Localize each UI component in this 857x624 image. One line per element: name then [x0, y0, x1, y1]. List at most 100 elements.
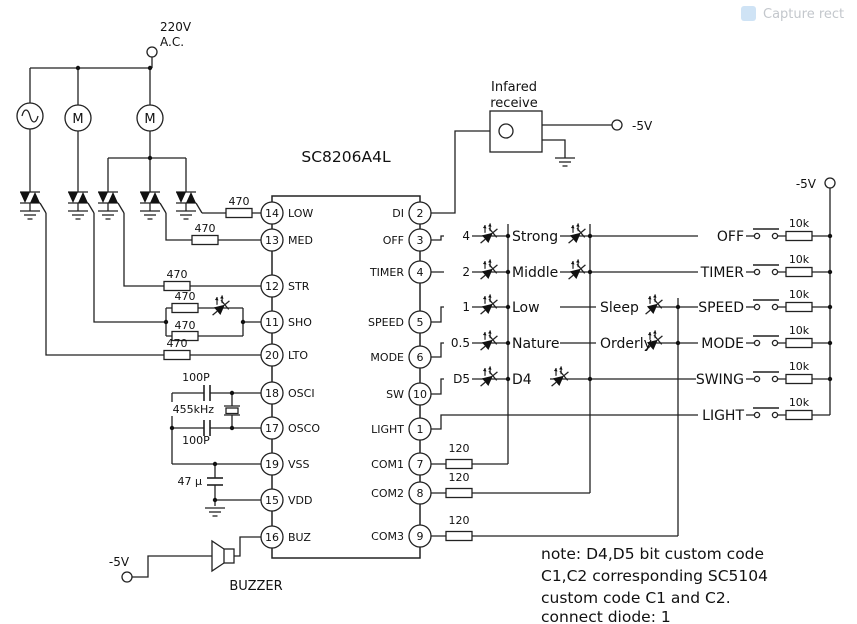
resistor-value: 470	[175, 319, 196, 332]
ir-wires	[431, 124, 612, 214]
triac-icon-1	[19, 186, 47, 214]
note-line-1: note: D4,D5 bit custom code	[541, 545, 764, 563]
neg5v-label-ir: -5V	[632, 119, 653, 133]
resistor-10k	[785, 266, 813, 278]
resistor-470-lto	[163, 349, 191, 361]
button-label: TIMER	[700, 265, 745, 281]
pin-number: 6	[417, 351, 424, 364]
buzzer-wires	[132, 536, 261, 578]
ground-icon	[67, 210, 89, 220]
resistor-470-low	[225, 207, 253, 219]
ground-icon	[139, 210, 161, 220]
oscillator-section: 100P 100P 455kHz	[164, 371, 261, 464]
triac-icon-3	[97, 186, 125, 214]
ic-pin-speed: 5 SPEED	[368, 310, 432, 334]
led-row-value: 2	[462, 265, 470, 279]
pin-number: 13	[265, 234, 279, 247]
led-icon-d5	[472, 362, 502, 392]
resistor-10k	[785, 373, 813, 385]
ic-pin-low: 14 LOW	[260, 201, 313, 225]
ac-type-label: A.C.	[160, 35, 184, 49]
led-row-name2: Sleep	[600, 300, 639, 316]
gate-drive-section: 470 470 470 470 470 470	[45, 195, 261, 361]
resistor-value: 10k	[789, 396, 810, 409]
buzzer-cone	[211, 539, 225, 573]
pin-number: 8	[417, 487, 424, 500]
motor2-label: M	[144, 112, 155, 127]
push-button-speed	[752, 299, 780, 311]
pin-label: BUZ	[288, 531, 311, 544]
led-row-value: 4	[462, 229, 470, 243]
ground-icon	[175, 210, 197, 220]
gate-wires	[45, 212, 261, 356]
pin-label: VDD	[288, 494, 312, 507]
ground-icon	[19, 210, 41, 220]
pin-number: 11	[265, 316, 279, 329]
motor1-icon	[64, 104, 92, 132]
resistor-10k	[785, 409, 813, 421]
led-button-matrix: -5V 4 Strong 2 Middle 1 Low Sleep 0.5 Na…	[431, 177, 836, 542]
ir-receiver-box	[489, 110, 543, 153]
crystal-icon	[225, 407, 239, 415]
resistor-value: 120	[449, 471, 470, 484]
pin-number: 17	[265, 422, 279, 435]
resistor-120-com1	[445, 458, 473, 470]
pin-number: 5	[417, 316, 424, 329]
ic-pin-vss: 19 VSS	[260, 452, 310, 476]
button-label: OFF	[717, 229, 744, 245]
ic-chip: SC8206A4L 14 LOW 13 MED 12 STR 11 SHO 20…	[260, 148, 432, 559]
ic-pin-med: 13 MED	[260, 228, 313, 252]
led-icon-indicator	[204, 291, 234, 321]
resistor-470-sho-top	[171, 302, 199, 314]
pin-label: COM1	[371, 458, 404, 471]
pin-number: 20	[265, 349, 279, 362]
resistor-value: 10k	[789, 217, 810, 230]
capture-icon[interactable]	[741, 6, 756, 21]
led-row-value: D5	[453, 372, 470, 386]
ir-sensor-icon	[498, 123, 514, 139]
push-button-swing	[752, 371, 780, 383]
ic-pin-osci: 18 OSCI	[260, 381, 315, 405]
lamp-filament	[21, 109, 39, 123]
push-button-timer	[752, 264, 780, 276]
resistor-120-com3	[445, 530, 473, 542]
led-icon-middle	[560, 255, 590, 285]
ic-pin-com2: 8 COM2	[371, 481, 432, 505]
motor2-icon	[136, 104, 164, 132]
pin-label: STR	[288, 280, 310, 293]
resistor-value: 10k	[789, 288, 810, 301]
ic-title: SC8206A4L	[301, 148, 391, 166]
button-label: MODE	[701, 336, 744, 352]
pin-label: OSCO	[288, 422, 320, 435]
resistor-10k	[785, 337, 813, 349]
pin-number: 16	[265, 531, 279, 544]
resistor-10k	[785, 230, 813, 242]
ground-icon	[97, 210, 119, 220]
note-line-3: custom code C1 and C2.	[541, 589, 731, 607]
pin-label: MODE	[370, 351, 404, 364]
capacitor-icon-47u	[206, 477, 224, 486]
triac-icon-4	[139, 186, 167, 214]
resistor-value: 120	[449, 514, 470, 527]
neg5v-label-right: -5V	[796, 177, 817, 191]
pin-label: VSS	[288, 458, 310, 471]
resistor-120-com2	[445, 487, 473, 499]
capture-label[interactable]: Capture rect	[763, 7, 844, 22]
capture-overlay[interactable]: Capture rect	[741, 6, 844, 22]
pin-number: 3	[417, 234, 424, 247]
ic-pin-off: 3 OFF	[383, 228, 432, 252]
ground-icon	[554, 157, 576, 167]
note-line-2: C1,C2 corresponding SC5104	[541, 567, 768, 585]
ic-pin-timer: 4 TIMER	[369, 260, 432, 284]
led-icon-timer4	[472, 219, 502, 249]
pin-label: DI	[392, 207, 404, 220]
resistor-value: 10k	[789, 324, 810, 337]
led-row-name: Strong	[512, 229, 558, 245]
crystal-value: 455kHz	[173, 403, 215, 416]
push-button-light	[752, 407, 780, 419]
triac-icon-5	[175, 186, 203, 214]
pin-label: LTO	[288, 349, 308, 362]
led-row-name: Nature	[512, 336, 559, 352]
neg5v-terminal-right	[824, 177, 836, 189]
ac-power-section: 220V A.C. M M	[16, 20, 203, 220]
